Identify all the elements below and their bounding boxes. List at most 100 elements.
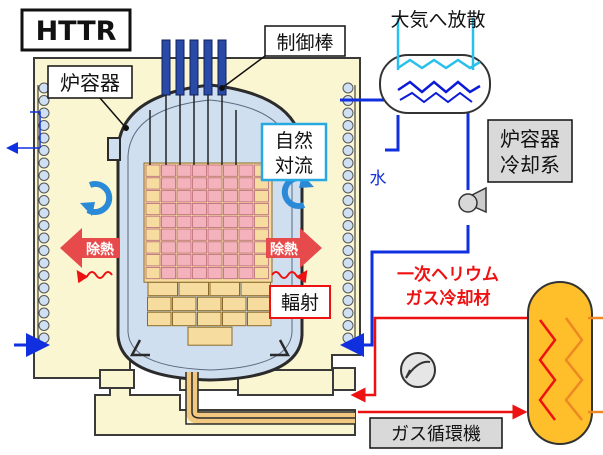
reflector-block xyxy=(178,281,209,297)
reflector-block xyxy=(197,296,222,312)
fuel-block xyxy=(176,177,192,190)
cooling-tube xyxy=(38,257,50,269)
cooling-tube xyxy=(342,257,354,269)
cooling-tube xyxy=(38,120,50,131)
fuel-block xyxy=(254,266,269,280)
reflector-block xyxy=(247,311,272,327)
fuel-block xyxy=(207,190,223,203)
fuel-block xyxy=(161,215,176,228)
fuel-block xyxy=(207,215,223,228)
control-rod-drives xyxy=(149,39,237,165)
cooling-tube xyxy=(38,245,50,256)
cooling-tube xyxy=(38,320,50,331)
fuel-block xyxy=(254,190,269,203)
cooling-tube xyxy=(342,220,354,231)
control-rod-label: 制御棒 xyxy=(219,25,346,91)
wavy-arrow-icon xyxy=(271,270,308,284)
svg-text:自然: 自然 xyxy=(275,130,313,152)
svg-text:輻射: 輻射 xyxy=(281,292,319,314)
cooling-tube xyxy=(342,157,354,169)
fuel-block xyxy=(192,228,207,241)
fuel-block xyxy=(161,254,176,267)
fuel-block xyxy=(207,164,223,177)
cooling-tube xyxy=(342,295,354,306)
reflector-block xyxy=(222,311,247,327)
cooling-tube xyxy=(342,282,354,294)
water-label: 水 xyxy=(370,169,387,189)
control-rod xyxy=(161,39,171,96)
reflector-block xyxy=(172,311,197,327)
cooling-tube xyxy=(342,232,354,244)
heat-removal-arrow-left: 除熱 xyxy=(60,228,120,268)
cooling-tube xyxy=(38,157,50,169)
fuel-block xyxy=(192,266,207,280)
heat-exchanger xyxy=(527,281,603,445)
fuel-block xyxy=(145,202,161,216)
cooling-tube xyxy=(342,120,354,131)
fuel-block xyxy=(207,202,223,216)
cooling-tube xyxy=(342,182,354,194)
vessel-label: 炉容器 xyxy=(47,65,133,131)
fuel-block xyxy=(176,241,192,254)
cooling-tube xyxy=(342,332,354,344)
fuel-core xyxy=(143,162,273,283)
pump-icon xyxy=(458,186,487,214)
cooling-tube xyxy=(38,95,50,106)
fuel-block xyxy=(176,254,192,267)
wavy-arrow-icon xyxy=(76,270,113,284)
fuel-block xyxy=(254,215,269,228)
fuel-block xyxy=(161,266,176,280)
fuel-block xyxy=(223,228,238,241)
heat-removal-arrow-right: 除熱 xyxy=(266,228,322,268)
control-rod xyxy=(189,39,199,96)
diagram-title: HTTR xyxy=(36,16,117,47)
cooling-tube xyxy=(342,320,354,331)
fuel-block xyxy=(238,164,254,177)
cooling-tube xyxy=(38,332,50,344)
fuel-block xyxy=(254,202,269,216)
cooling-tube xyxy=(342,195,354,206)
cooling-tube xyxy=(38,132,50,144)
fuel-block xyxy=(238,254,254,267)
reflector-block xyxy=(147,311,172,327)
cooling-tube xyxy=(38,107,50,119)
fuel-block xyxy=(207,254,223,267)
fuel-block xyxy=(145,254,161,267)
reflector-block xyxy=(147,296,172,312)
natural-convection-label: 自然 対流 xyxy=(260,122,328,182)
control-rod xyxy=(203,39,213,96)
helium-loop xyxy=(350,316,530,420)
cooling-tube xyxy=(342,270,354,281)
control-rod xyxy=(175,39,185,96)
reflector-block xyxy=(222,296,247,312)
cooling-tube xyxy=(342,132,354,144)
fuel-block xyxy=(161,202,176,216)
fan-icon xyxy=(400,352,436,388)
fuel-block xyxy=(145,177,161,190)
fuel-block xyxy=(145,215,161,228)
fuel-block xyxy=(145,190,161,203)
reflector-block xyxy=(240,281,271,297)
cooling-tube xyxy=(38,282,50,294)
fuel-block xyxy=(223,266,238,280)
cooling-tube xyxy=(342,307,354,319)
fuel-block xyxy=(238,202,254,216)
cooling-tube xyxy=(38,195,50,206)
fuel-block xyxy=(254,228,269,241)
atmosphere-release-label: 大気へ放散 xyxy=(390,9,485,31)
reflector-block xyxy=(147,281,178,297)
fuel-block xyxy=(192,164,207,177)
fuel-block xyxy=(223,254,238,267)
svg-text:対流: 対流 xyxy=(275,155,313,177)
fuel-block xyxy=(192,241,207,254)
fuel-block xyxy=(238,177,254,190)
fuel-block xyxy=(254,254,269,267)
fuel-block xyxy=(223,241,238,254)
gas-circulator-label: ガス循環機 xyxy=(369,417,503,449)
fuel-block xyxy=(176,228,192,241)
fuel-block xyxy=(238,215,254,228)
reflector-block xyxy=(247,296,272,312)
fuel-block xyxy=(223,202,238,216)
fuel-block xyxy=(238,228,254,241)
